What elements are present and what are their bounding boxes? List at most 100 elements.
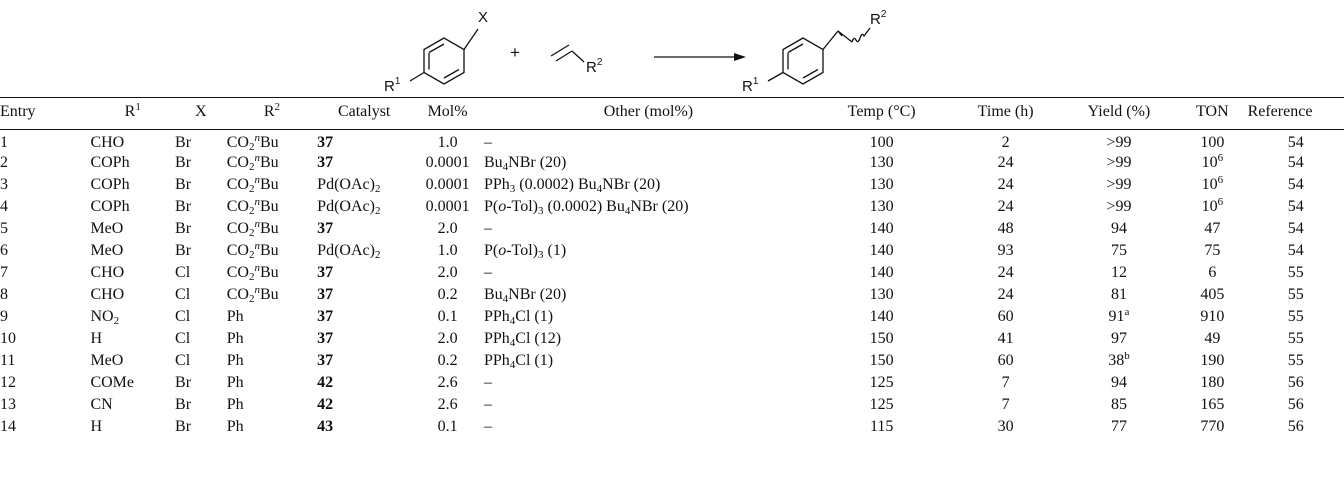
reference-cell: 54 — [1287, 198, 1304, 215]
r1-cell: COMe — [90, 374, 135, 391]
yield-cell: >99 — [1106, 134, 1132, 151]
mol-cell: 0.2 — [437, 352, 458, 369]
yield-cell: 97 — [1110, 330, 1127, 347]
catalyst-cell: 42 — [317, 396, 334, 413]
reference-cell: 54 — [1287, 154, 1304, 171]
temp-cell: 140 — [869, 220, 894, 237]
scheme-r1-label: R1 — [384, 76, 401, 92]
entry-cell: 11 — [0, 352, 16, 369]
r2-cell: CO2nBu — [226, 240, 279, 261]
yield-cell: 85 — [1110, 396, 1127, 413]
temp-cell: 125 — [869, 374, 894, 391]
r2-cell: Ph — [226, 308, 244, 325]
mol-cell: 2.6 — [437, 374, 458, 391]
ton-cell: 165 — [1200, 396, 1225, 413]
reference-cell: 55 — [1287, 330, 1304, 347]
r2-cell: CO2nBu — [226, 174, 279, 195]
aryl-halide-structure — [409, 28, 479, 85]
catalyst-cell: 37 — [317, 154, 334, 171]
r2-cell: CO2nBu — [226, 284, 279, 305]
ton-cell: 190 — [1200, 352, 1225, 369]
mol-cell: 1.0 — [437, 134, 458, 151]
ton-cell: 180 — [1200, 374, 1225, 391]
x-cell: Br — [175, 134, 192, 151]
r2-cell: CO2nBu — [226, 132, 279, 153]
catalyst-cell: 37 — [317, 286, 334, 303]
time-cell: 24 — [997, 264, 1014, 281]
yield-cell: 81 — [1110, 286, 1127, 303]
product-r2-label: R2 — [870, 9, 887, 28]
scheme-plus: + — [510, 43, 520, 62]
other-cell: PPh3 (0.0002) Bu4NBr (20) — [483, 176, 661, 195]
ton-cell: 910 — [1200, 308, 1225, 325]
mol-cell: 0.0001 — [425, 176, 470, 193]
other-cell: – — [483, 220, 492, 237]
entry-cell: 2 — [0, 154, 8, 171]
mol-cell: 0.0001 — [425, 198, 470, 215]
catalyst-cell: 37 — [317, 264, 334, 281]
yield-cell: 75 — [1110, 242, 1127, 259]
catalyst-cell: Pd(OAc)2 — [317, 242, 381, 261]
product-r1-label: R1 — [742, 76, 759, 92]
entry-cell: 4 — [0, 198, 8, 215]
time-cell: 2 — [1001, 134, 1010, 151]
ton-cell: 770 — [1200, 418, 1225, 435]
col-x: X — [195, 103, 207, 120]
x-cell: Br — [175, 374, 192, 391]
reference-cell: 55 — [1287, 286, 1304, 303]
col-r2: R2 — [263, 101, 281, 120]
other-cell: – — [483, 396, 492, 413]
temp-cell: 140 — [869, 242, 894, 259]
reference-cell: 56 — [1287, 374, 1304, 391]
alkene-structure — [550, 44, 585, 63]
entry-cell: 10 — [0, 330, 16, 347]
ton-cell: 106 — [1201, 196, 1224, 215]
time-cell: 93 — [997, 242, 1014, 259]
r1-cell: CN — [90, 396, 113, 413]
time-cell: 24 — [997, 176, 1014, 193]
mol-cell: 2.6 — [437, 396, 458, 413]
temp-cell: 130 — [869, 154, 894, 171]
temp-cell: 125 — [869, 396, 894, 413]
x-cell: Cl — [175, 308, 191, 325]
other-cell: Bu4NBr (20) — [483, 286, 567, 305]
r1-cell: MeO — [90, 220, 124, 237]
col-r1: R1 — [124, 101, 141, 120]
temp-cell: 130 — [869, 198, 894, 215]
heck-reaction-table: Entry R1 X R2 Catalyst Mol% Other (mol%)… — [0, 98, 1344, 438]
mol-cell: 0.1 — [437, 418, 458, 435]
ton-cell: 47 — [1204, 220, 1221, 237]
other-cell: – — [483, 374, 492, 391]
r2-cell: Ph — [226, 352, 244, 369]
entry-cell: 5 — [0, 220, 8, 237]
entry-cell: 1 — [0, 134, 8, 151]
catalyst-cell: 43 — [317, 418, 334, 435]
mol-cell: 0.1 — [437, 308, 458, 325]
col-entry: Entry — [0, 103, 36, 120]
x-cell: Br — [175, 176, 192, 193]
r2-cell: CO2nBu — [226, 152, 279, 173]
time-cell: 7 — [1001, 396, 1010, 413]
scheme-x-label: X — [478, 9, 488, 26]
reference-cell: 54 — [1287, 134, 1304, 151]
r1-cell: NO2 — [90, 308, 120, 327]
r2-cell: CO2nBu — [226, 262, 279, 283]
other-cell: – — [483, 134, 492, 151]
other-cell: PPh4Cl (12) — [483, 330, 562, 349]
mol-cell: 2.0 — [437, 330, 458, 347]
time-cell: 24 — [997, 198, 1014, 215]
col-temp: Temp (°C) — [847, 103, 916, 120]
x-cell: Cl — [175, 264, 191, 281]
ton-cell: 405 — [1200, 286, 1225, 303]
temp-cell: 150 — [869, 330, 894, 347]
reaction-scheme: R1 X + R2 R1 R2 — [384, 9, 887, 92]
col-reference: Reference — [1247, 103, 1313, 120]
r1-cell: MeO — [90, 242, 124, 259]
r1-cell: CHO — [90, 134, 125, 151]
reference-cell: 56 — [1287, 418, 1304, 435]
